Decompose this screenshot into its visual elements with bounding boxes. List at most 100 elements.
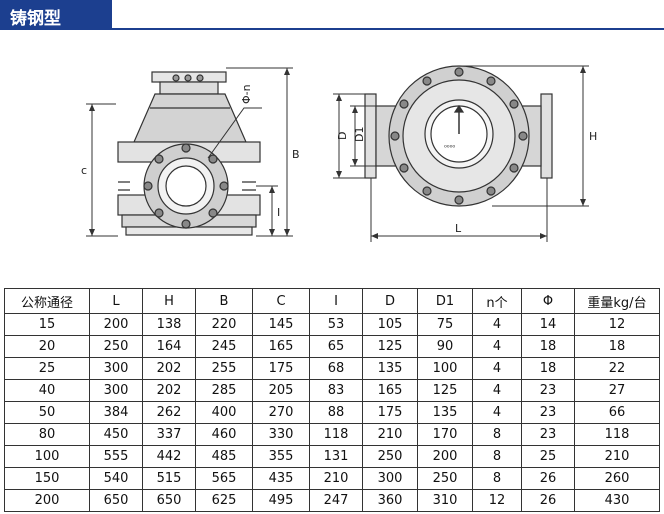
table-cell: 625	[195, 489, 253, 512]
table-cell: 650	[142, 489, 196, 512]
table-cell: 202	[142, 379, 196, 402]
table-cell: 4	[472, 379, 522, 402]
table-cell: 310	[417, 489, 473, 512]
table-cell: 118	[574, 423, 660, 446]
table-cell: 4	[472, 401, 522, 424]
table-cell: 175	[252, 357, 310, 380]
table-cell: 23	[521, 401, 575, 424]
table-cell: 20	[4, 335, 90, 358]
table-cell: 90	[417, 335, 473, 358]
table-cell: 12	[574, 313, 660, 336]
label-i: I	[277, 206, 280, 219]
table-cell: 80	[4, 423, 90, 446]
table-cell: 23	[521, 423, 575, 446]
label-phi-n: Φ-n	[240, 84, 253, 104]
table-cell: 18	[521, 357, 575, 380]
table-cell: 83	[309, 379, 363, 402]
col-header: 重量kg/台	[574, 288, 660, 314]
table-cell: 430	[574, 489, 660, 512]
table-cell: 515	[142, 467, 196, 490]
label-c: c	[81, 164, 87, 177]
label-d1: D1	[353, 127, 366, 142]
table-cell: 255	[195, 357, 253, 380]
spec-table-header-row: 公称通径 L H B C I D D1 n个 Φ 重量kg/台	[4, 288, 660, 314]
section-title-tab: 铸钢型	[0, 0, 112, 30]
table-cell: 18	[521, 335, 575, 358]
table-cell: 165	[252, 335, 310, 358]
label-d: D	[336, 132, 349, 140]
flowmeter-drawing: Φ-n c B I D D1 H L ⁰⁰⁰⁰	[81, 65, 597, 242]
table-cell: 460	[195, 423, 253, 446]
table-cell: 210	[574, 445, 660, 468]
table-cell: 4	[472, 357, 522, 380]
table-cell: 26	[521, 467, 575, 490]
table-cell: 125	[362, 335, 418, 358]
table-cell: 384	[89, 401, 143, 424]
table-cell: 68	[309, 357, 363, 380]
table-cell: 164	[142, 335, 196, 358]
table-cell: 330	[252, 423, 310, 446]
table-cell: 250	[89, 335, 143, 358]
table-cell: 250	[417, 467, 473, 490]
table-cell: 150	[4, 467, 90, 490]
table-cell: 25	[521, 445, 575, 468]
table-cell: 125	[417, 379, 473, 402]
table-cell: 260	[574, 467, 660, 490]
col-header: Φ	[521, 288, 575, 314]
col-header: 公称通径	[4, 288, 90, 314]
table-cell: 15	[4, 313, 90, 336]
table-cell: 270	[252, 401, 310, 424]
table-cell: 170	[417, 423, 473, 446]
table-cell: 247	[309, 489, 363, 512]
table-cell: 4	[472, 335, 522, 358]
col-header: C	[252, 288, 310, 314]
table-cell: 555	[89, 445, 143, 468]
table-cell: 53	[309, 313, 363, 336]
table-cell: 565	[195, 467, 253, 490]
table-cell: 210	[362, 423, 418, 446]
section-header: 铸钢型	[0, 0, 664, 30]
table-cell: 26	[521, 489, 575, 512]
table-cell: 14	[521, 313, 575, 336]
col-header: L	[89, 288, 143, 314]
table-cell: 23	[521, 379, 575, 402]
table-cell: 220	[195, 313, 253, 336]
table-cell: 100	[417, 357, 473, 380]
col-header: I	[309, 288, 363, 314]
table-cell: 442	[142, 445, 196, 468]
table-cell: 18	[574, 335, 660, 358]
table-cell: 135	[417, 401, 473, 424]
table-cell: 138	[142, 313, 196, 336]
table-cell: 100	[4, 445, 90, 468]
table-cell: 200	[89, 313, 143, 336]
table-cell: 300	[89, 379, 143, 402]
table-cell: 131	[309, 445, 363, 468]
table-cell: 50	[4, 401, 90, 424]
table-cell: 210	[309, 467, 363, 490]
table-cell: 495	[252, 489, 310, 512]
table-cell: 202	[142, 357, 196, 380]
table-cell: 145	[252, 313, 310, 336]
table-cell: 400	[195, 401, 253, 424]
table-cell: 4	[472, 313, 522, 336]
table-cell: 250	[362, 445, 418, 468]
table-cell: 25	[4, 357, 90, 380]
col-header: n个	[472, 288, 522, 314]
table-cell: 118	[309, 423, 363, 446]
table-cell: 360	[362, 489, 418, 512]
dial-digits-icon: ⁰⁰⁰⁰	[444, 144, 455, 152]
table-cell: 165	[362, 379, 418, 402]
table-cell: 300	[362, 467, 418, 490]
table-cell: 650	[89, 489, 143, 512]
table-cell: 75	[417, 313, 473, 336]
label-l: L	[455, 222, 462, 235]
table-cell: 300	[89, 357, 143, 380]
table-cell: 200	[417, 445, 473, 468]
